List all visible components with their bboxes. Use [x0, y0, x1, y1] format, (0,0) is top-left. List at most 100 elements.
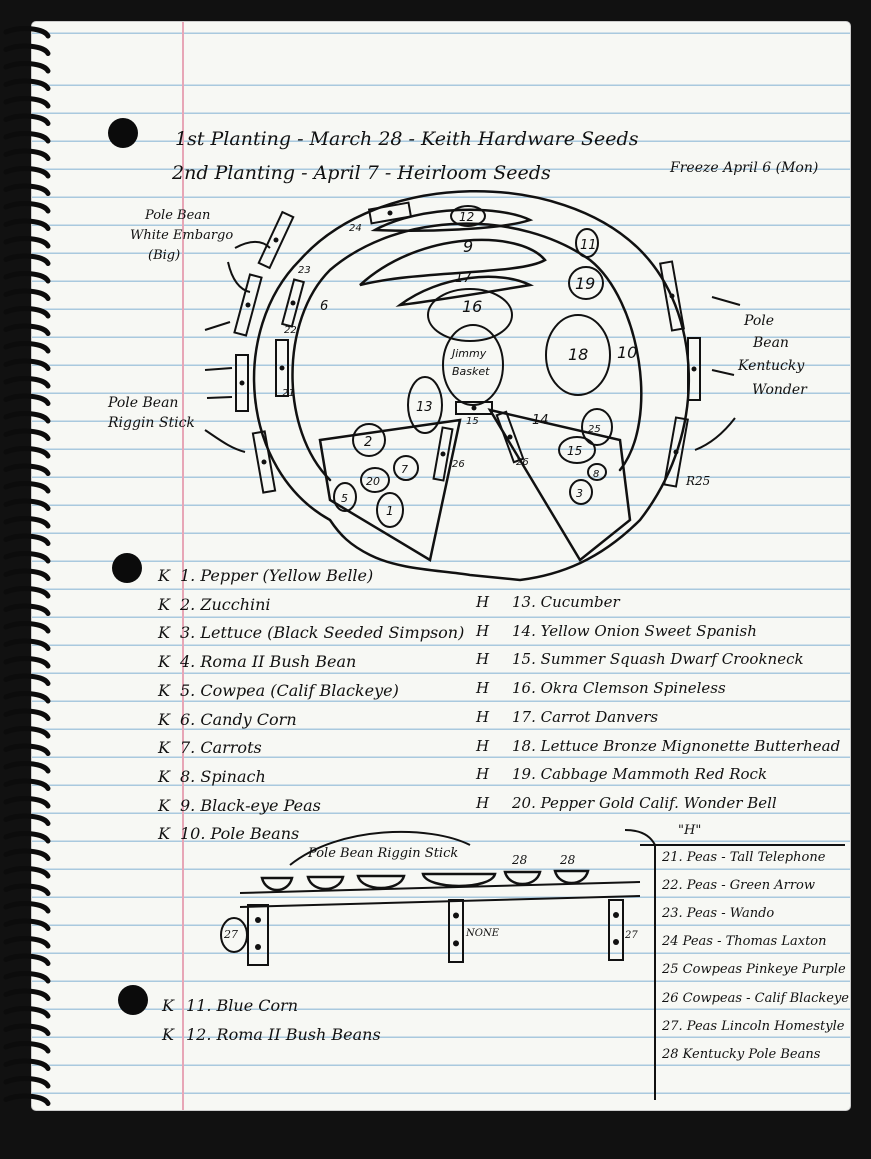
coil-loop — [3, 1076, 51, 1089]
trellis-planter — [553, 869, 590, 885]
k-list-mark: K — [158, 623, 170, 643]
coil-loop — [3, 726, 51, 739]
outer-bed-arc — [252, 189, 690, 582]
coil-loop — [3, 113, 51, 126]
trellis-post — [247, 904, 269, 966]
arrow-white-1 — [234, 241, 271, 249]
bean-post-dot — [261, 459, 267, 465]
coil-loop — [3, 1093, 51, 1106]
trellis-27-circle — [220, 917, 248, 953]
coil-loop — [3, 866, 51, 879]
h-list-item: 18. Lettuce Bronze Mignonette Butterhead — [512, 736, 841, 755]
trellis-planter — [306, 875, 345, 891]
k-bottom-list-mark: K — [162, 1025, 174, 1044]
header-line-2: 2nd Planting - April 7 - Heirloom Seeds — [172, 162, 551, 184]
trellis-planter — [356, 874, 406, 890]
coil-loop — [3, 778, 51, 791]
coil-loop — [3, 411, 51, 424]
arrow-white-2 — [227, 261, 251, 293]
coil-loop — [3, 831, 51, 844]
coil-loop — [3, 953, 51, 966]
bean-post-dot — [245, 302, 251, 308]
h-list-mark: H — [476, 593, 490, 611]
coil-loop — [3, 516, 51, 529]
k-list-mark: K — [158, 652, 170, 672]
trellis-27b: 27 — [625, 930, 638, 941]
plot-13-label: 13 — [416, 400, 433, 415]
label-riggin-2: Riggin Stick — [108, 415, 195, 431]
k-list-mark: K — [158, 594, 170, 614]
notebook-page — [32, 22, 850, 1110]
plot-basket-label-2: Basket — [452, 365, 490, 378]
coil-loop — [3, 43, 51, 56]
coil-loop — [3, 1041, 51, 1054]
coil-loop — [3, 936, 51, 949]
k-list-item: 2. Zucchini — [180, 594, 271, 614]
band-12 — [370, 208, 534, 232]
h-list-mark: H — [476, 679, 490, 698]
coil-loop — [3, 218, 51, 231]
trellis-post — [448, 899, 464, 963]
trellis-leaf-arc — [289, 830, 471, 866]
bean-post-dot — [239, 380, 245, 386]
plot-5-label: 5 — [341, 492, 348, 505]
plot-1 — [376, 492, 404, 528]
h-list-mark: H — [476, 650, 490, 669]
plot-21-label: 21 — [282, 388, 295, 399]
bean-post-dot — [290, 300, 296, 306]
punch-hole-middle — [112, 553, 142, 583]
coil-loop — [3, 656, 51, 669]
coil-loop — [3, 1058, 51, 1071]
bean-post-dot — [279, 365, 285, 371]
coil-loop — [3, 481, 51, 494]
arrow-riggin-4 — [204, 429, 246, 453]
coil-loop — [3, 201, 51, 214]
plot-basket — [442, 324, 504, 406]
h-list-item: 14. Yellow Onion Sweet Spanish — [512, 621, 757, 640]
plot-16-label: 16 — [462, 297, 482, 316]
trellis-planter — [503, 870, 542, 886]
label-white-embargo-1: Pole Bean — [145, 208, 211, 223]
freeze-note: Freeze April 6 (Mon) — [670, 160, 819, 176]
plot-14-label: 14 — [532, 413, 549, 428]
bean-post-dot — [673, 449, 679, 455]
plot-3 — [569, 479, 593, 505]
bottom-divider — [624, 829, 656, 1100]
bean-post — [235, 354, 249, 412]
bean-post-dot — [440, 451, 446, 457]
bean-post — [367, 201, 413, 225]
coil-loop — [3, 848, 51, 861]
trellis-planter — [260, 876, 294, 892]
punch-hole-bottom — [118, 985, 148, 1015]
trellis-label: Pole Bean Riggin Stick — [308, 846, 459, 861]
coil-loop — [3, 323, 51, 336]
coil-loop — [3, 621, 51, 634]
plot-12-label: 12 — [459, 210, 474, 224]
trellis-post-label: NONE — [466, 928, 499, 939]
coil-loop — [3, 883, 51, 896]
arrow-riggin-1 — [204, 321, 231, 331]
coil-loop — [3, 288, 51, 301]
coil-loop — [3, 148, 51, 161]
right-wedge — [487, 408, 632, 562]
coil-loop — [3, 988, 51, 1001]
coil-loop — [3, 673, 51, 686]
plot-18 — [545, 314, 611, 396]
bean-post — [233, 273, 263, 337]
left-wedge — [318, 418, 462, 562]
plot-11-label: 11 — [580, 238, 597, 253]
plot-17-label: 17 — [455, 271, 472, 286]
plot-2-label: 2 — [364, 435, 372, 450]
k-list-mark: K — [158, 709, 170, 729]
trellis-planter — [421, 872, 497, 888]
label-riggin-1: Pole Bean — [108, 395, 179, 411]
coil-loop — [3, 971, 51, 984]
k-bottom-list-mark: K — [162, 996, 174, 1015]
coil-loop — [3, 393, 51, 406]
arrow-kw-1 — [711, 296, 741, 306]
plot-26b-label: 26 — [516, 457, 529, 468]
coil-loop — [3, 166, 51, 179]
band-17 — [395, 275, 535, 307]
coil-loop — [3, 183, 51, 196]
label-kentucky-2: Bean — [753, 335, 789, 351]
